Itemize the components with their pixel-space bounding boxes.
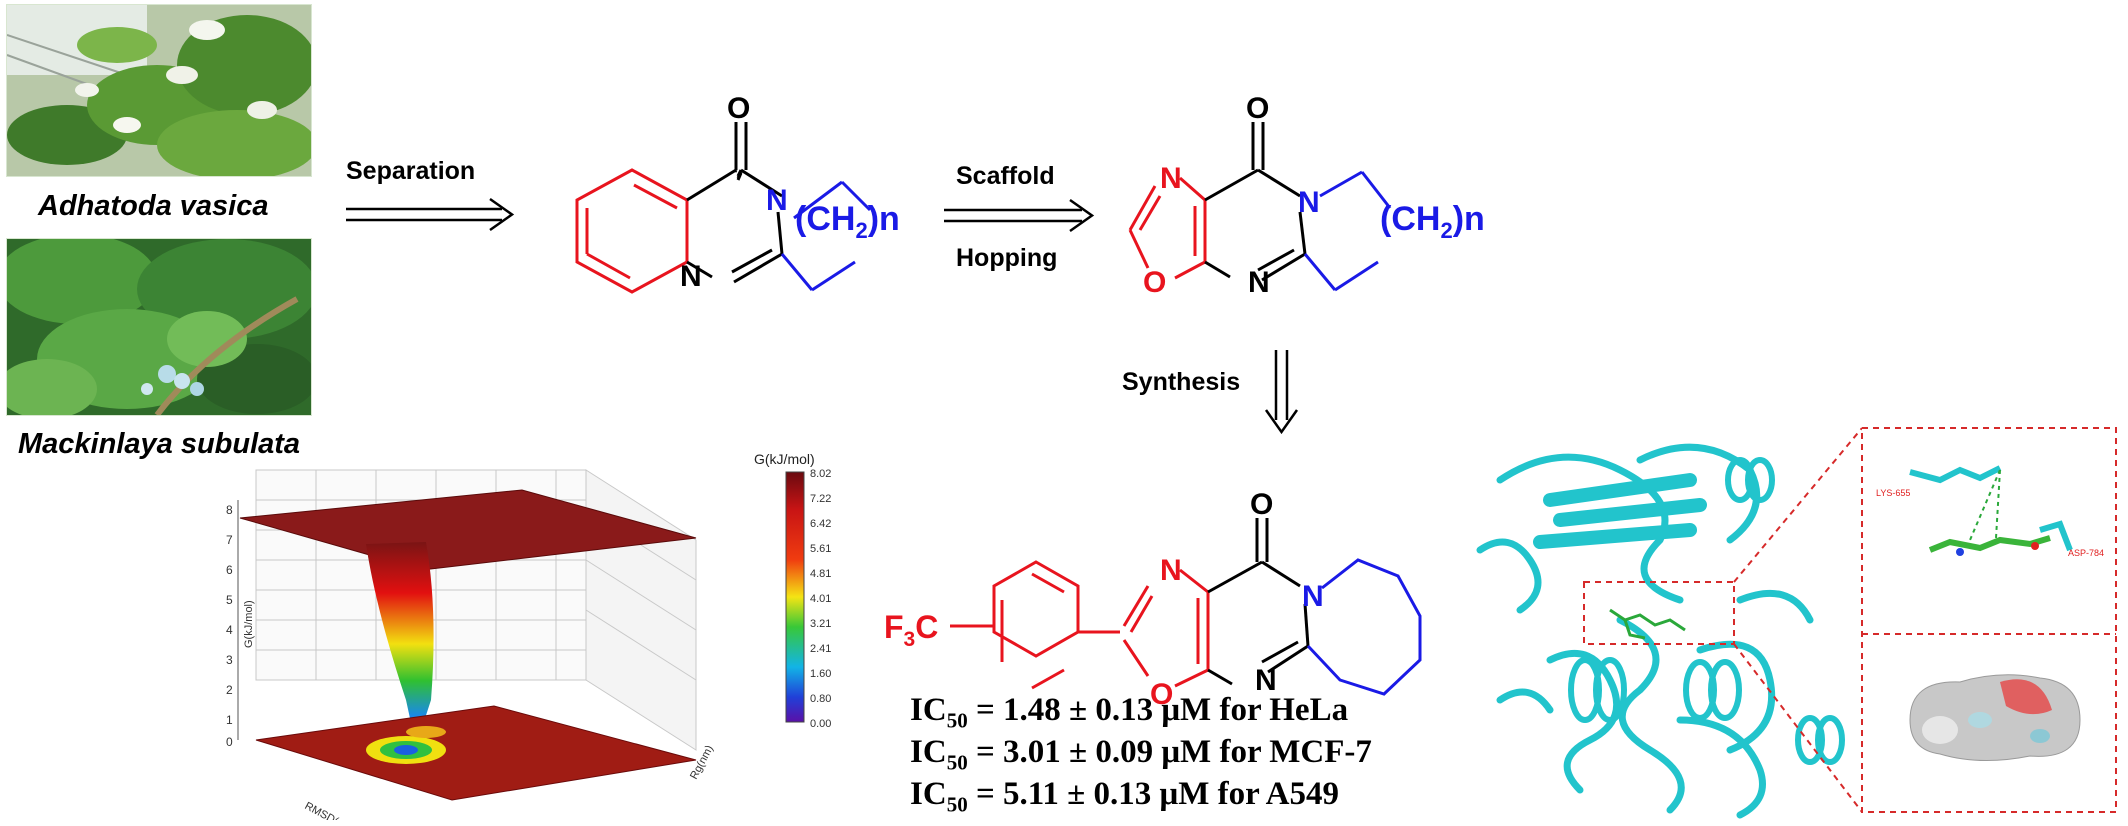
ch2n-1: (CH2)n [795,200,900,243]
colorbar [785,471,805,723]
svg-text:4.01: 4.01 [810,593,831,605]
svg-text:3: 3 [226,653,233,667]
atom-n-1b: N [680,260,702,293]
arrow-separation [346,197,515,232]
atom-n-2b: N [1298,186,1320,219]
energy-floor [255,705,697,801]
caption-mackinlaya-subulata: Mackinlaya subulata [18,428,301,460]
colorbar-ticks: 8.02 7.22 6.42 5.61 4.81 4.01 3.21 2.41 … [810,468,831,730]
pocket-highlight-box [1583,581,1735,645]
atom-n-3b: N [1302,580,1324,613]
energy-plateau [239,489,697,571]
svg-text:7: 7 [226,533,233,547]
photo-adhatoda-vasica [6,4,312,177]
caption-adhatoda-vasica: Adhatoda vasica [38,190,269,222]
ligand-in-pocket [1609,608,1686,640]
plant-photo-1 [7,5,311,176]
x-axis-label: RMSD(nm) [303,800,357,820]
atom-o-2b: O [1246,92,1269,125]
molecule-scaffold-hopped: N O O N N (CH2)n [1128,92,1485,299]
svg-text:8: 8 [226,503,233,517]
svg-text:6.42: 6.42 [810,518,831,530]
protein-ribbon [1476,443,1814,819]
atom-o-3a: O [1150,678,1173,711]
svg-text:5: 5 [226,593,233,607]
atom-o-2a: O [1143,266,1166,299]
molecule-natural-product: O N N (CH2)n [575,92,900,294]
svg-text:8.02: 8.02 [810,468,831,480]
inset-surface [1909,674,2081,761]
atom-o-3b: O [1250,488,1273,521]
plant-photo-2 [7,239,311,415]
svg-text:6: 6 [226,563,233,577]
arrow-scaffold-hopping [944,198,1095,233]
residue-lys: LYS-655 [1876,488,1910,498]
free-energy-landscape: 8 7 6 5 4 3 2 1 0 G(kJ/mol) RMSD(nm) Rg(… [226,451,831,820]
svg-text:1.60: 1.60 [810,668,831,680]
svg-text:3.21: 3.21 [810,618,831,630]
atom-o-1: O [727,92,750,125]
y-axis-label: Rg(nm) [688,743,716,781]
svg-text:4: 4 [226,623,233,637]
atom-n-3c: N [1255,664,1277,697]
atom-n-3a: N [1160,554,1182,587]
svg-text:5.61: 5.61 [810,543,831,555]
label-hopping: Hopping [956,244,1058,272]
floor-minimum-inner [394,745,418,755]
ic50-mcf7: IC50 = 3.01 ± 0.09 μM for MCF-7 [910,734,1372,775]
molecule-lead-compound: F3C N O O N N [884,488,1422,711]
ic50-hela: IC50 = 1.48 ± 0.13 μM for HeLa [910,692,1349,733]
protein-helices [1568,457,1845,765]
colorbar-title: G(kJ/mol) [754,451,815,467]
floor-minimum-side [406,726,446,738]
label-synthesis: Synthesis [1122,368,1241,396]
ic50-a549: IC50 = 5.11 ± 0.13 μM for A549 [910,776,1339,817]
svg-text:0: 0 [226,735,233,749]
z-axis: 8 7 6 5 4 3 2 1 0 [226,500,239,749]
atom-n-2a: N [1160,162,1182,195]
protein-docking: LYS-655 ASP-784 [1476,427,2117,819]
svg-text:0.80: 0.80 [810,693,831,705]
atom-cf3: F3C [884,609,938,651]
z-axis-label: G(kJ/mol) [243,600,255,648]
residue-asp: ASP-784 [2068,548,2104,558]
svg-text:2.41: 2.41 [810,643,831,655]
svg-text:1: 1 [226,713,233,727]
energy-well [366,542,434,746]
atom-n-2c: N [1248,266,1270,299]
ch2n-2: (CH2)n [1380,200,1485,243]
inset-interactions: LYS-655 ASP-784 [1876,465,2104,558]
atom-n-1a: N [766,184,788,217]
svg-text:4.81: 4.81 [810,568,831,580]
svg-text:0.00: 0.00 [810,718,831,730]
svg-text:2: 2 [226,683,233,697]
label-scaffold: Scaffold [956,162,1055,190]
arrow-synthesis [1264,350,1299,435]
photo-mackinlaya-subulata [6,238,312,416]
label-separation: Separation [346,157,476,185]
benzene-ring [575,168,689,294]
svg-text:7.22: 7.22 [810,493,831,505]
